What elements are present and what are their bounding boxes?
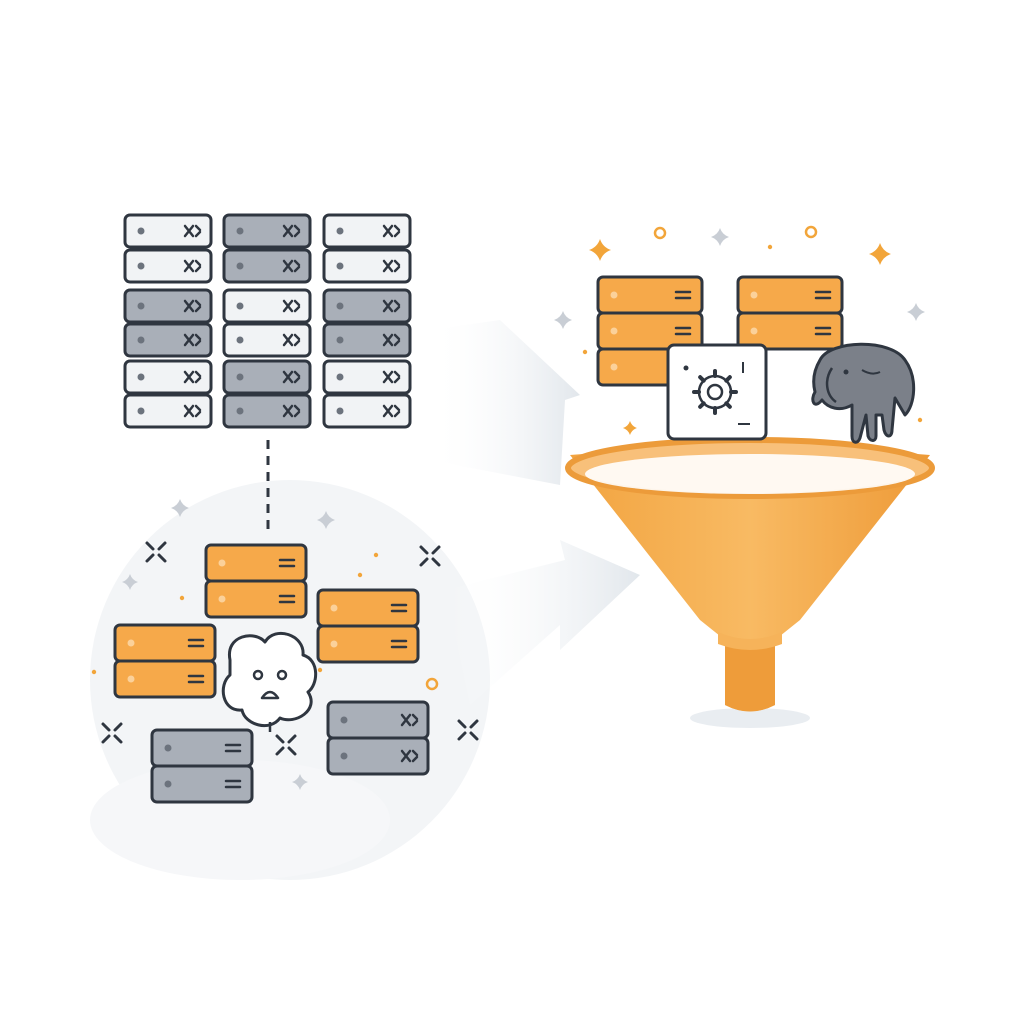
elephant-icon xyxy=(811,342,916,444)
sparkle-icon xyxy=(292,774,308,790)
server-unit xyxy=(150,764,254,804)
server-unit xyxy=(123,288,213,324)
server-unit xyxy=(222,248,312,284)
funnel-icon xyxy=(565,437,935,728)
server-unit xyxy=(123,359,213,395)
orange-server xyxy=(204,543,308,619)
sparkle-icon xyxy=(589,239,611,261)
sparkle-icon xyxy=(907,303,925,321)
sparkle-dot xyxy=(425,677,439,691)
server-unit xyxy=(222,359,312,395)
server-unit xyxy=(736,311,844,351)
server-unit xyxy=(113,623,217,663)
sparkle-dot xyxy=(767,244,773,250)
gray-server xyxy=(150,728,254,804)
server-grid xyxy=(123,213,412,429)
orange-server xyxy=(113,623,217,699)
server-unit xyxy=(316,624,420,664)
gear-icon xyxy=(692,369,738,415)
sparkle-icon xyxy=(317,511,335,529)
sparkle-icon xyxy=(711,228,729,246)
server-unit xyxy=(322,248,412,284)
sparkle-icon xyxy=(171,499,189,517)
sparkle-dot xyxy=(317,667,323,673)
scattered-servers xyxy=(113,543,430,804)
cross-icon xyxy=(457,719,479,741)
server-unit xyxy=(123,322,213,358)
sparkle-icon xyxy=(869,243,891,265)
server-unit xyxy=(222,322,312,358)
server-unit xyxy=(322,322,412,358)
server-unit xyxy=(596,275,704,315)
scatter-crosses xyxy=(101,541,479,756)
sparkle-dot xyxy=(582,349,588,355)
server-unit xyxy=(326,736,430,776)
cross-icon xyxy=(145,541,167,563)
arrow-right-icon xyxy=(445,540,640,705)
sparkle-dot xyxy=(91,669,97,675)
server-unit xyxy=(123,213,213,249)
sparkle-dot xyxy=(179,595,185,601)
sparkle-icon xyxy=(623,421,637,435)
server-unit xyxy=(322,213,412,249)
server-unit xyxy=(322,288,412,324)
gear-card xyxy=(666,343,768,441)
orange-server xyxy=(736,275,844,351)
server-unit xyxy=(150,728,254,768)
cross-icon xyxy=(275,734,297,756)
sparkle-dot xyxy=(917,417,923,423)
sparkle-dot xyxy=(373,552,379,558)
server-unit xyxy=(736,275,844,315)
server-unit xyxy=(222,288,312,324)
server-column xyxy=(123,213,213,429)
server-unit xyxy=(322,359,412,395)
server-unit xyxy=(222,213,312,249)
server-unit xyxy=(326,700,430,740)
sparkle-icon xyxy=(554,311,572,329)
server-column xyxy=(222,213,312,429)
orange-server xyxy=(316,588,420,664)
cross-icon xyxy=(101,722,123,744)
server-unit xyxy=(322,393,412,429)
sparkle-dot xyxy=(804,225,818,239)
server-unit xyxy=(222,393,312,429)
server-unit xyxy=(123,248,213,284)
server-column xyxy=(322,213,412,429)
sparkle-dot xyxy=(653,226,667,240)
server-unit xyxy=(204,543,308,583)
sparkle-icon xyxy=(122,574,138,590)
cross-icon xyxy=(419,545,441,567)
server-unit xyxy=(123,393,213,429)
arrow-right-icon xyxy=(430,320,580,485)
sparkle-dot xyxy=(357,572,363,578)
server-unit xyxy=(113,659,217,699)
server-unit xyxy=(316,588,420,628)
flow-arrows xyxy=(430,320,640,705)
frowning-face-icon xyxy=(221,631,318,732)
gray-server xyxy=(326,700,430,776)
server-unit xyxy=(204,579,308,619)
